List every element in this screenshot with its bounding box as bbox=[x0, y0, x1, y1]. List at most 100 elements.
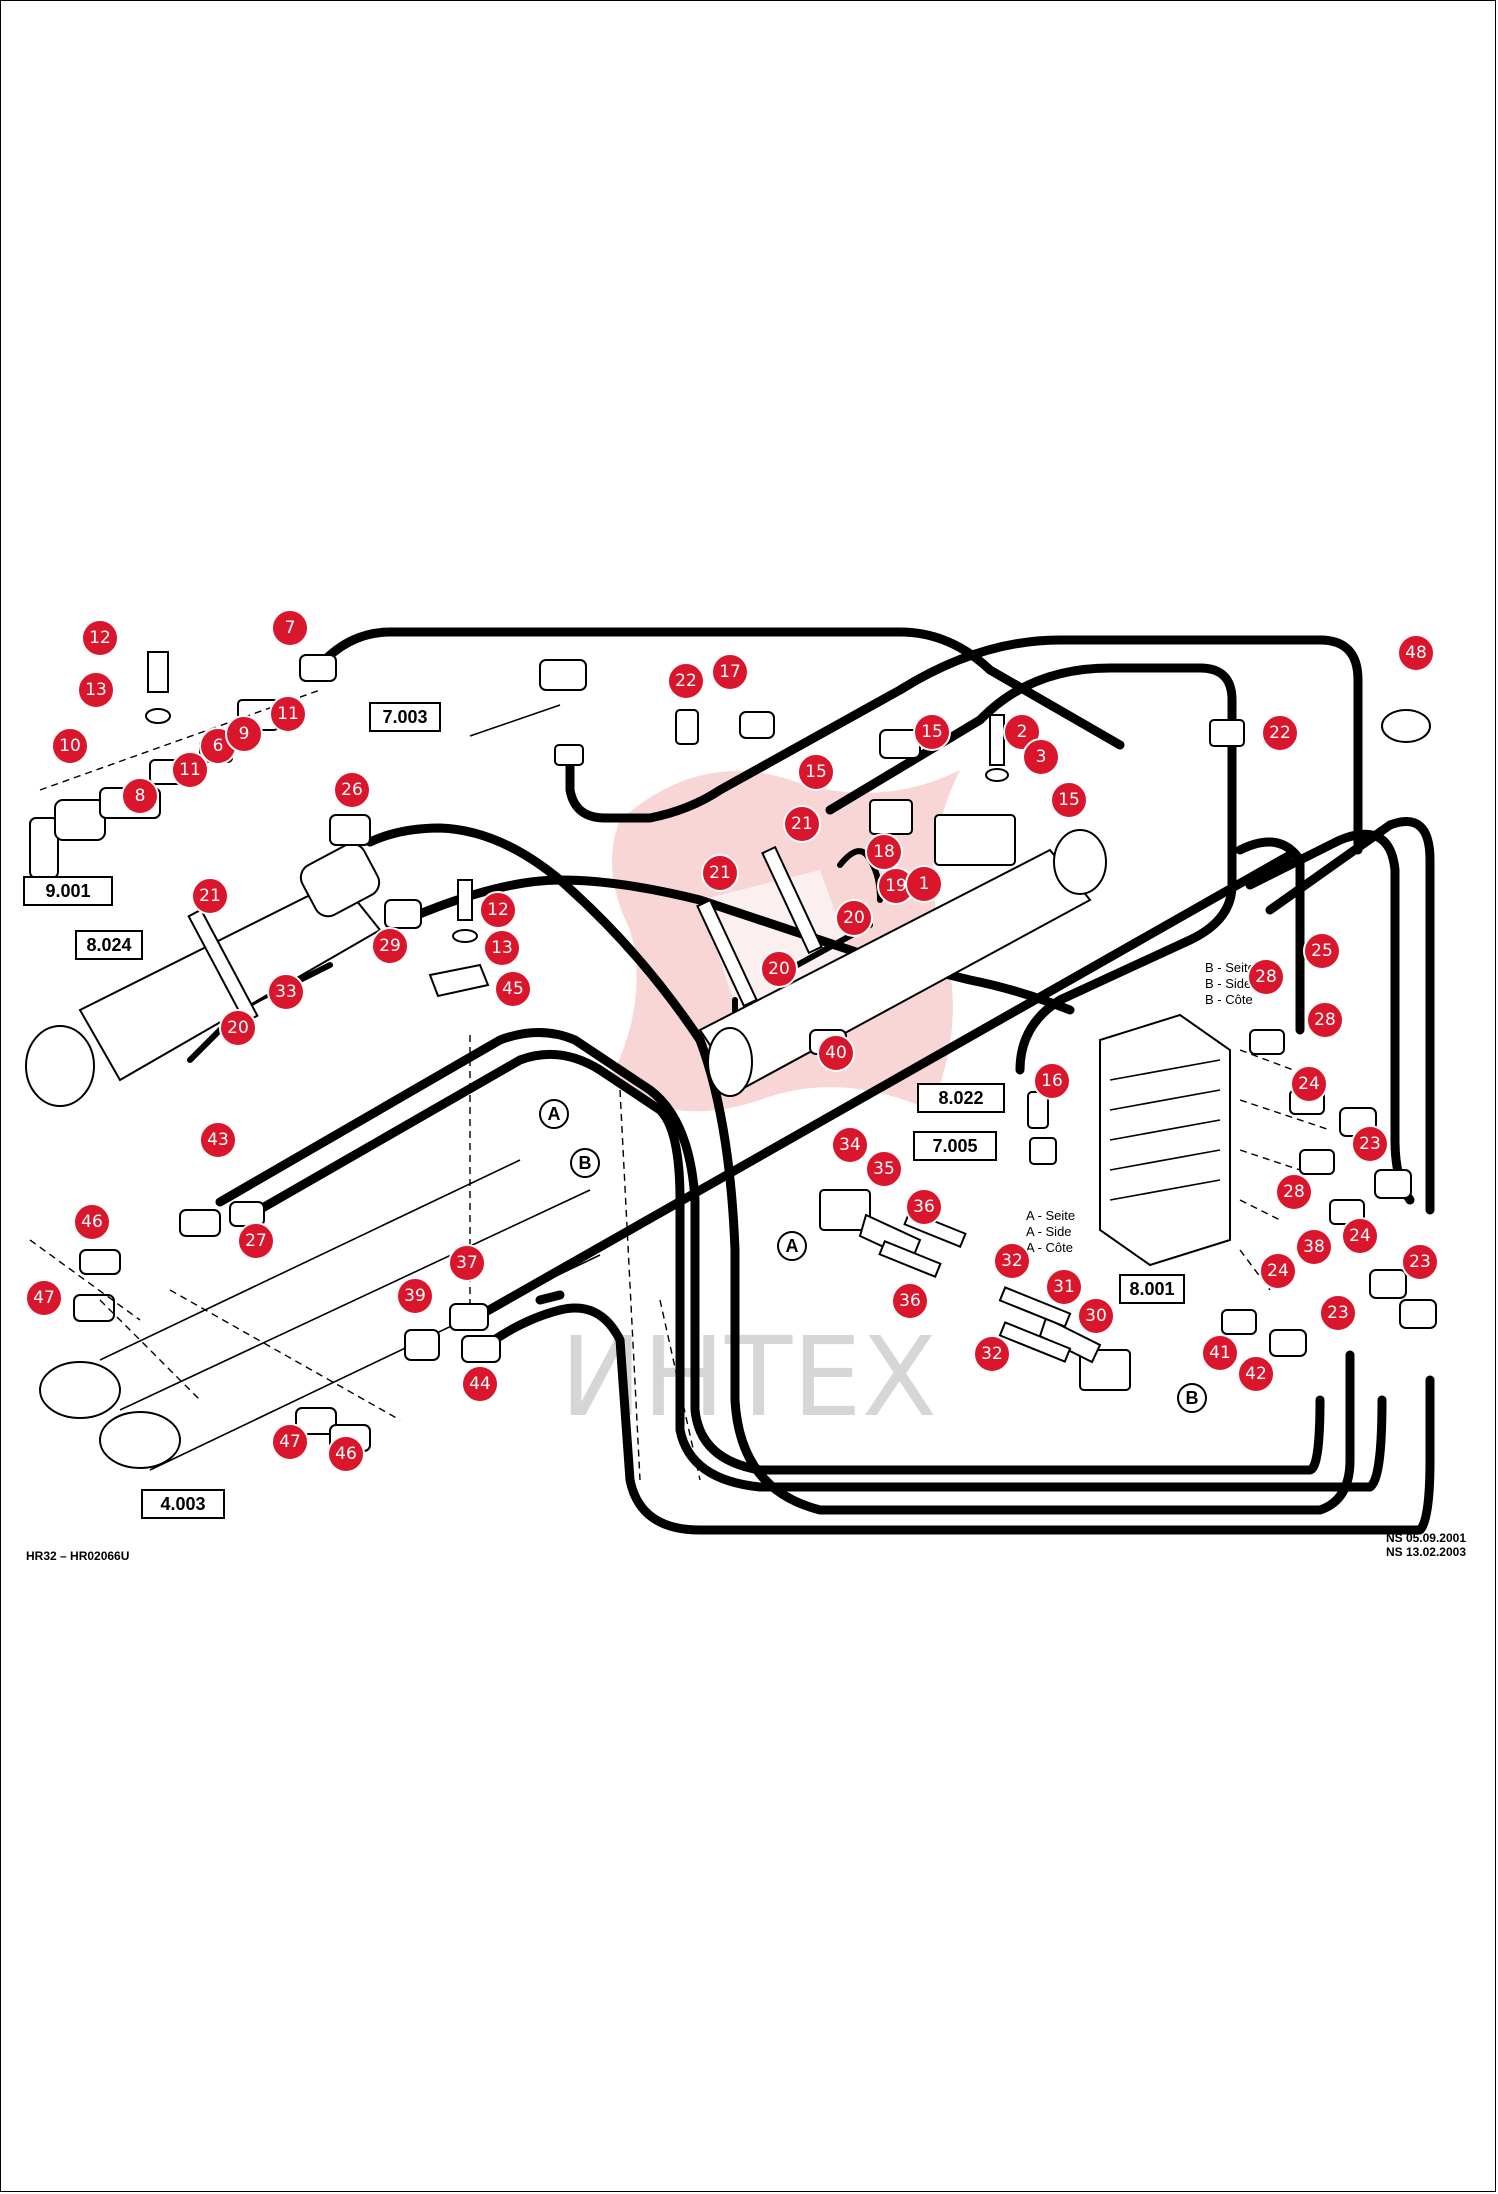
callout-47[interactable]: 47 bbox=[271, 1423, 309, 1461]
callout-24[interactable]: 24 bbox=[1259, 1252, 1297, 1290]
callout-badge[interactable] bbox=[1341, 1217, 1379, 1255]
callout-19[interactable]: 19 bbox=[877, 867, 915, 905]
callout-badge[interactable] bbox=[269, 695, 307, 733]
callout-21[interactable]: 21 bbox=[783, 805, 821, 843]
callout-badge[interactable] bbox=[77, 671, 115, 709]
callout-12[interactable]: 12 bbox=[81, 619, 119, 657]
callout-15[interactable]: 15 bbox=[797, 753, 835, 791]
callout-13[interactable]: 13 bbox=[77, 671, 115, 709]
callout-21[interactable]: 21 bbox=[701, 854, 739, 892]
callout-badge[interactable] bbox=[905, 1188, 943, 1226]
callout-badge[interactable] bbox=[271, 1423, 309, 1461]
callout-24[interactable]: 24 bbox=[1290, 1065, 1328, 1103]
callout-badge[interactable] bbox=[81, 619, 119, 657]
callout-11[interactable]: 11 bbox=[171, 751, 209, 789]
callout-9[interactable]: 9 bbox=[225, 715, 263, 753]
callout-badge[interactable] bbox=[831, 1126, 869, 1164]
callout-1[interactable]: 1 bbox=[905, 865, 943, 903]
callout-badge[interactable] bbox=[760, 950, 798, 988]
callout-badge[interactable] bbox=[797, 753, 835, 791]
callout-44[interactable]: 44 bbox=[461, 1365, 499, 1403]
callout-badge[interactable] bbox=[1077, 1297, 1115, 1335]
callout-21[interactable]: 21 bbox=[191, 877, 229, 915]
callout-badge[interactable] bbox=[237, 1222, 275, 1260]
callout-badge[interactable] bbox=[171, 751, 209, 789]
callout-8[interactable]: 8 bbox=[121, 777, 159, 815]
callout-22[interactable]: 22 bbox=[667, 662, 705, 700]
callout-29[interactable]: 29 bbox=[371, 927, 409, 965]
callout-22[interactable]: 22 bbox=[1261, 714, 1299, 752]
callout-badge[interactable] bbox=[483, 929, 521, 967]
callout-badge[interactable] bbox=[121, 777, 159, 815]
callout-32[interactable]: 32 bbox=[993, 1242, 1031, 1280]
callout-28[interactable]: 28 bbox=[1275, 1173, 1313, 1211]
callout-38[interactable]: 38 bbox=[1295, 1228, 1333, 1266]
callout-badge[interactable] bbox=[191, 877, 229, 915]
callout-16[interactable]: 16 bbox=[1033, 1062, 1071, 1100]
callout-20[interactable]: 20 bbox=[219, 1009, 257, 1047]
callout-badge[interactable] bbox=[1237, 1355, 1275, 1393]
callout-badge[interactable] bbox=[913, 713, 951, 751]
callout-badge[interactable] bbox=[817, 1034, 855, 1072]
callout-46[interactable]: 46 bbox=[73, 1203, 111, 1241]
callout-badge[interactable] bbox=[993, 1242, 1031, 1280]
callout-35[interactable]: 35 bbox=[865, 1150, 903, 1188]
callout-31[interactable]: 31 bbox=[1045, 1268, 1083, 1306]
callout-18[interactable]: 18 bbox=[865, 833, 903, 871]
callout-41[interactable]: 41 bbox=[1201, 1334, 1239, 1372]
callout-46[interactable]: 46 bbox=[327, 1435, 365, 1473]
callout-badge[interactable] bbox=[1401, 1243, 1439, 1281]
callout-badge[interactable] bbox=[973, 1335, 1011, 1373]
callout-badge[interactable] bbox=[333, 771, 371, 809]
callout-36[interactable]: 36 bbox=[905, 1188, 943, 1226]
callout-badge[interactable] bbox=[1275, 1173, 1313, 1211]
callout-badge[interactable] bbox=[51, 727, 89, 765]
callout-43[interactable]: 43 bbox=[199, 1121, 237, 1159]
callout-badge[interactable] bbox=[225, 715, 263, 753]
callout-47[interactable]: 47 bbox=[25, 1279, 63, 1317]
callout-badge[interactable] bbox=[448, 1244, 486, 1282]
callout-32[interactable]: 32 bbox=[973, 1335, 1011, 1373]
callout-badge[interactable] bbox=[865, 1150, 903, 1188]
callout-25[interactable]: 25 bbox=[1303, 932, 1341, 970]
callout-10[interactable]: 10 bbox=[51, 727, 89, 765]
callout-badge[interactable] bbox=[711, 653, 749, 691]
callout-badge[interactable] bbox=[667, 662, 705, 700]
callout-badge[interactable] bbox=[1303, 932, 1341, 970]
callout-badge[interactable] bbox=[1045, 1268, 1083, 1306]
callout-badge[interactable] bbox=[1247, 958, 1285, 996]
callout-20[interactable]: 20 bbox=[835, 899, 873, 937]
callout-20[interactable]: 20 bbox=[760, 950, 798, 988]
callout-badge[interactable] bbox=[73, 1203, 111, 1241]
callout-badge[interactable] bbox=[396, 1277, 434, 1315]
callout-badge[interactable] bbox=[1295, 1228, 1333, 1266]
callout-23[interactable]: 23 bbox=[1351, 1125, 1389, 1163]
callout-48[interactable]: 48 bbox=[1397, 634, 1435, 672]
callout-badge[interactable] bbox=[1259, 1252, 1297, 1290]
callout-badge[interactable] bbox=[1306, 1001, 1344, 1039]
callout-24[interactable]: 24 bbox=[1341, 1217, 1379, 1255]
callout-12[interactable]: 12 bbox=[479, 891, 517, 929]
callout-badge[interactable] bbox=[1351, 1125, 1389, 1163]
callout-28[interactable]: 28 bbox=[1247, 958, 1285, 996]
callout-badge[interactable] bbox=[1397, 634, 1435, 672]
callout-badge[interactable] bbox=[1033, 1062, 1071, 1100]
callout-26[interactable]: 26 bbox=[333, 771, 371, 809]
callout-37[interactable]: 37 bbox=[448, 1244, 486, 1282]
callout-33[interactable]: 33 bbox=[267, 973, 305, 1011]
callout-badge[interactable] bbox=[1290, 1065, 1328, 1103]
callout-badge[interactable] bbox=[1022, 738, 1060, 776]
callout-17[interactable]: 17 bbox=[711, 653, 749, 691]
callout-badge[interactable] bbox=[267, 973, 305, 1011]
callout-11[interactable]: 11 bbox=[269, 695, 307, 733]
callout-badge[interactable] bbox=[783, 805, 821, 843]
callout-3[interactable]: 3 bbox=[1022, 738, 1060, 776]
callout-39[interactable]: 39 bbox=[396, 1277, 434, 1315]
callout-badge[interactable] bbox=[1201, 1334, 1239, 1372]
callout-badge[interactable] bbox=[371, 927, 409, 965]
callout-badge[interactable] bbox=[1050, 781, 1088, 819]
callout-23[interactable]: 23 bbox=[1319, 1294, 1357, 1332]
callout-36[interactable]: 36 bbox=[891, 1282, 929, 1320]
callout-badge[interactable] bbox=[701, 854, 739, 892]
callout-badge[interactable] bbox=[219, 1009, 257, 1047]
